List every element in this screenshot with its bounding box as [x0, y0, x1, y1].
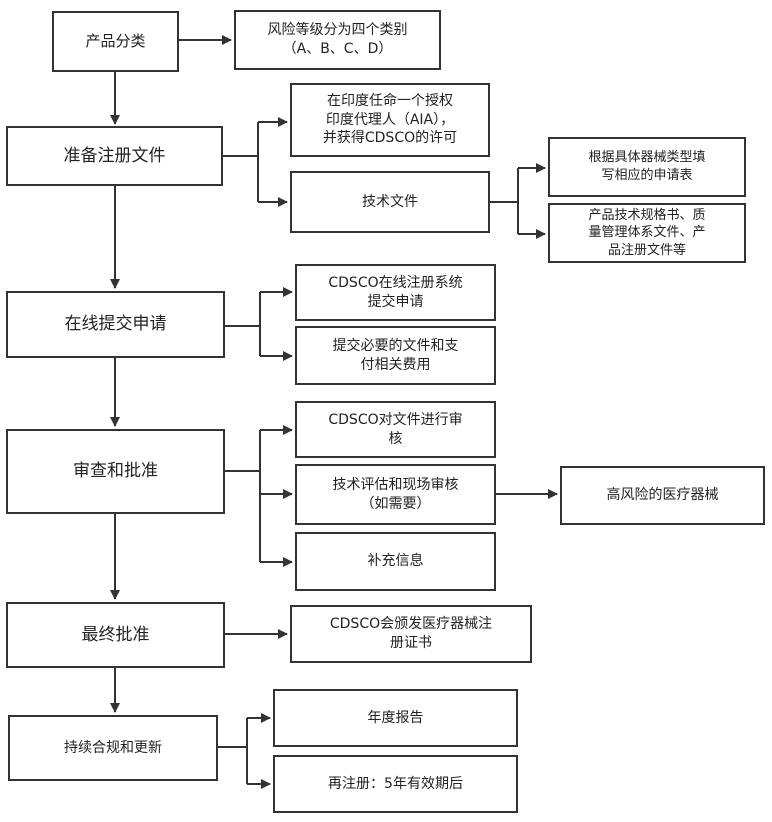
detail-aia: 在印度任命一个授权 印度代理人（AIA）， 并获得CDSCO的许可 [290, 83, 490, 157]
detail-spec-docs-label: 产品技术规格书、质 量管理体系文件、产 品注册文件等 [588, 207, 706, 258]
detail-annual-report-label: 年度报告 [367, 709, 424, 726]
detail-cdsco-review: CDSCO对文件进行审 核 [295, 401, 496, 458]
step-online-submit: 在线提交申请 [6, 291, 225, 358]
detail-re-register: 再注册：5年有效期后 [273, 755, 518, 813]
detail-certificate-label: CDSCO会颁发医疗器械注 册证书 [329, 616, 493, 651]
detail-high-risk: 高风险的医疗器械 [560, 466, 765, 525]
detail-re-register-label: 再注册：5年有效期后 [328, 775, 463, 792]
detail-tech-eval: 技术评估和现场审核 （如需要） [295, 464, 496, 525]
step-final-approval-label: 最终批准 [81, 624, 150, 645]
detail-annual-report: 年度报告 [273, 689, 518, 747]
step-final-approval: 最终批准 [6, 602, 225, 668]
detail-submit-fees-label: 提交必要的文件和支 付相关费用 [332, 337, 459, 373]
detail-cdsco-online-label: CDSCO在线注册系统 提交申请 [328, 274, 463, 310]
step-prepare-docs: 准备注册文件 [6, 126, 223, 186]
detail-tech-docs: 技术文件 [290, 171, 490, 233]
detail-cdsco-review-label: CDSCO对文件进行审 核 [328, 411, 463, 447]
detail-spec-docs: 产品技术规格书、质 量管理体系文件、产 品注册文件等 [548, 203, 746, 263]
step-online-submit-label: 在线提交申请 [64, 314, 167, 335]
detail-supplement: 补充信息 [295, 532, 496, 591]
step-classification-label: 产品分类 [85, 32, 146, 51]
step-review-label: 审查和批准 [73, 461, 158, 482]
step-compliance: 持续合规和更新 [8, 715, 218, 781]
detail-fill-form-label: 根据具体器械类型填 写相应的申请表 [588, 150, 706, 183]
detail-fill-form: 根据具体器械类型填 写相应的申请表 [548, 137, 746, 197]
detail-cdsco-online: CDSCO在线注册系统 提交申请 [295, 264, 496, 321]
detail-aia-label: 在印度任命一个授权 印度代理人（AIA）， 并获得CDSCO的许可 [322, 92, 458, 147]
step-prepare-docs-label: 准备注册文件 [63, 145, 166, 166]
step-review: 审查和批准 [6, 429, 225, 514]
detail-submit-fees: 提交必要的文件和支 付相关费用 [295, 326, 496, 385]
detail-tech-eval-label: 技术评估和现场审核 （如需要） [332, 476, 459, 512]
step-compliance-label: 持续合规和更新 [64, 739, 162, 756]
detail-certificate: CDSCO会颁发医疗器械注 册证书 [290, 605, 532, 663]
detail-risk-levels-label: 风险等级分为四个类别 （A、B、C、D） [267, 22, 408, 57]
step-classification: 产品分类 [52, 11, 179, 72]
detail-tech-docs-label: 技术文件 [362, 193, 418, 210]
detail-risk-levels: 风险等级分为四个类别 （A、B、C、D） [234, 10, 441, 70]
detail-supplement-label: 补充信息 [367, 553, 424, 570]
detail-high-risk-label: 高风险的医疗器械 [606, 487, 719, 504]
